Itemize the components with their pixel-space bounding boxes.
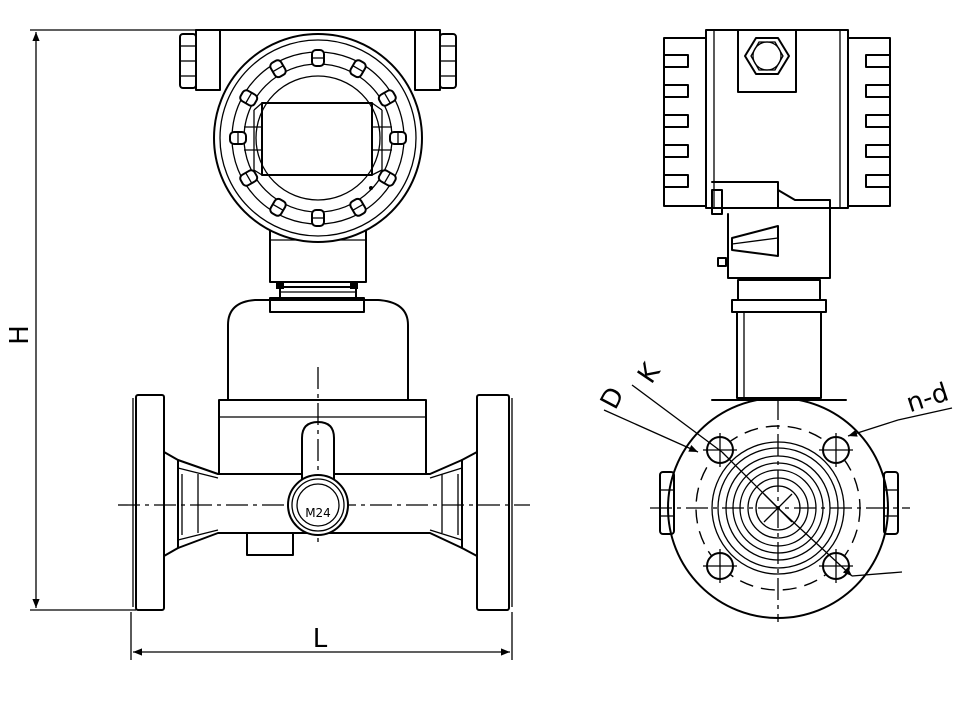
fin — [663, 84, 689, 98]
fin — [865, 54, 891, 68]
fin — [663, 54, 689, 68]
fin — [865, 84, 891, 98]
front-view: M24 — [5, 29, 530, 660]
lid-bolt — [239, 89, 259, 107]
lid-bolt — [349, 59, 367, 79]
bolt-holes — [703, 433, 853, 583]
lid-bolt — [349, 197, 367, 217]
outer-diameter-label: D — [595, 382, 631, 414]
fin — [663, 174, 689, 188]
right-flange — [476, 394, 513, 611]
lid-bolt — [311, 49, 325, 67]
transmitter-head — [179, 29, 457, 243]
bolt-circle-label: K — [632, 357, 667, 389]
bolt-holes-label: n-d — [903, 378, 953, 420]
fin — [865, 174, 891, 188]
lid-bolt — [269, 59, 287, 79]
bolt-hole — [819, 433, 853, 467]
lid-bolt — [269, 197, 287, 217]
bolt-hole — [703, 549, 737, 583]
fin — [865, 144, 891, 158]
lid-bolt — [389, 131, 407, 145]
bolt-hole — [819, 549, 853, 583]
fin — [663, 144, 689, 158]
height-dimension: H — [5, 29, 198, 611]
height-label: H — [5, 325, 35, 345]
thread-label: M24 — [305, 506, 331, 520]
lid-bolt — [311, 209, 325, 227]
side-view: D K n-d — [595, 29, 953, 622]
fin — [865, 114, 891, 128]
side-neck — [711, 181, 831, 399]
length-dimension: L — [130, 612, 513, 660]
lid-bolt — [377, 89, 397, 107]
fin — [663, 114, 689, 128]
lid-bolt — [377, 169, 397, 187]
lid-bolt — [239, 169, 259, 187]
m24-fitting: M24 — [287, 367, 349, 545]
lid-bolts — [229, 49, 407, 227]
left-flange — [132, 394, 165, 611]
length-label: L — [313, 624, 328, 654]
lid-bolt — [229, 131, 247, 145]
